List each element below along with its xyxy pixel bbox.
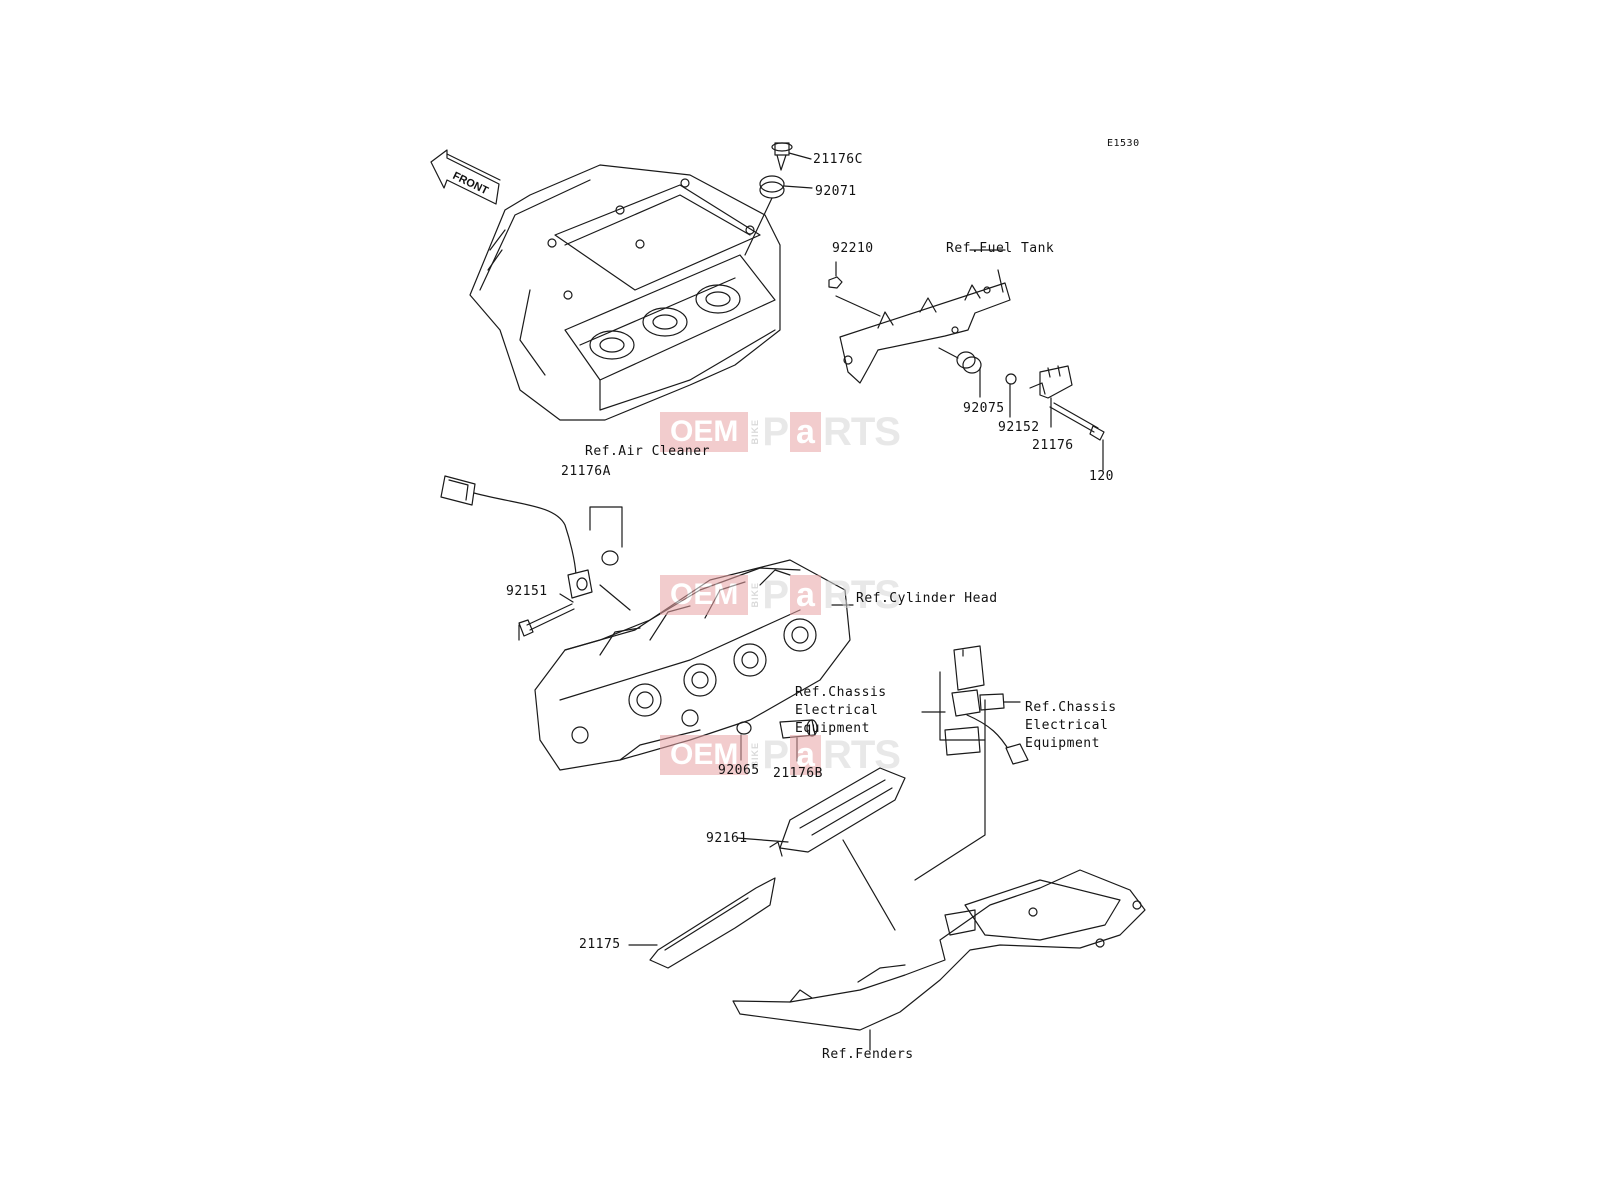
watermark-oem: OEM <box>660 735 749 775</box>
label-ref-air-cleaner[interactable]: Ref.Air Cleaner <box>585 444 710 459</box>
ecu-cover-21175 <box>628 877 776 969</box>
watermark-p: P <box>762 733 789 777</box>
ecu-92161 <box>736 767 906 931</box>
diagram-code: E1530 <box>1107 138 1140 149</box>
bolt-92151 <box>518 593 575 641</box>
watermark-rts: RTS <box>822 733 901 777</box>
label-21176A[interactable]: 21176A <box>561 464 611 479</box>
label-21176C[interactable]: 21176C <box>813 152 863 167</box>
grommet-92071 <box>744 175 813 256</box>
watermark-p: P <box>762 573 789 617</box>
grommet-92075 <box>938 347 982 398</box>
label-92075[interactable]: 92075 <box>963 401 1005 416</box>
watermark-3: OEM BIKE P a RTS <box>660 733 901 777</box>
watermark-a: a <box>790 412 821 452</box>
sensor-21176 <box>1029 365 1073 428</box>
watermark-p: P <box>762 410 789 454</box>
relay-assembly <box>914 645 1029 881</box>
front-arrow-icon: FRONT <box>430 149 501 205</box>
label-120[interactable]: 120 <box>1089 469 1114 484</box>
watermark-rts: RTS <box>822 573 901 617</box>
label-92210[interactable]: 92210 <box>832 241 874 256</box>
label-ref-chassis-right[interactable]: Ref.Chassis Electrical Equipment <box>1025 700 1117 751</box>
label-ref-fenders[interactable]: Ref.Fenders <box>822 1047 914 1062</box>
label-21176B[interactable]: 21176B <box>773 766 823 781</box>
label-21175[interactable]: 21175 <box>579 937 621 952</box>
sensor-21176c <box>771 142 812 171</box>
collar-92152 <box>1005 373 1017 418</box>
label-92152[interactable]: 92152 <box>998 420 1040 435</box>
watermark-bike: BIKE <box>750 419 761 445</box>
label-ref-chassis-left[interactable]: Ref.Chassis Electrical Equipment <box>795 685 887 736</box>
watermark-a: a <box>790 575 821 615</box>
fuel-tank-bracket <box>835 249 1011 384</box>
watermark-oem: OEM <box>660 575 749 615</box>
air-cleaner-housing <box>469 164 781 421</box>
watermark-rts: RTS <box>822 410 901 454</box>
watermark-a: a <box>790 735 821 775</box>
label-92065[interactable]: 92065 <box>718 763 760 778</box>
watermark-2: OEM BIKE P a RTS <box>660 573 901 617</box>
label-92151[interactable]: 92151 <box>506 584 548 599</box>
bolt-120 <box>1049 402 1105 471</box>
label-92071[interactable]: 92071 <box>815 184 857 199</box>
label-ref-cylinder-head[interactable]: Ref.Cylinder Head <box>856 591 998 606</box>
label-21176[interactable]: 21176 <box>1032 438 1074 453</box>
label-92161[interactable]: 92161 <box>706 831 748 846</box>
watermark-1: OEM BIKE P a RTS <box>660 410 901 454</box>
cylinder-head <box>534 559 854 771</box>
label-ref-fuel-tank[interactable]: Ref.Fuel Tank <box>946 241 1055 256</box>
watermark-bike: BIKE <box>750 582 761 608</box>
fender-tray <box>732 869 1146 1051</box>
sensor-21176a <box>440 475 631 611</box>
nut-92210 <box>828 261 843 289</box>
watermark-oem: OEM <box>660 412 749 452</box>
